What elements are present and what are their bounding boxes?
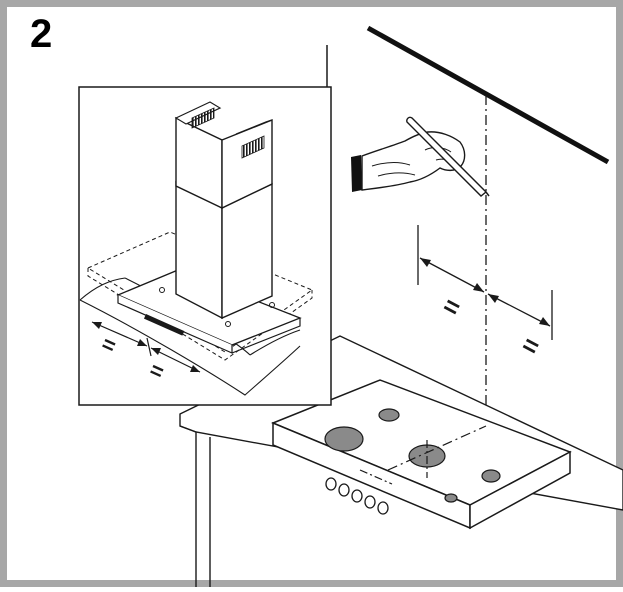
- wall-equal-right: =: [517, 329, 544, 363]
- burner-right: [481, 469, 501, 483]
- vent-grille-icon: [191, 107, 215, 129]
- hand-with-pencil-icon: [351, 116, 490, 197]
- burner-small-back: [378, 408, 400, 422]
- wall-arrow-mid-left: [473, 283, 484, 292]
- vent-grille-icon: [241, 135, 265, 159]
- inset-arrow-mid-left: [137, 339, 147, 346]
- hob: [271, 379, 572, 530]
- burner-small-front: [444, 493, 458, 503]
- burner-large: [324, 426, 364, 452]
- wall-arrow-mid-right: [488, 294, 499, 303]
- hood-control-strip: [143, 314, 185, 336]
- cooker-hood: [79, 101, 314, 396]
- wall-arrow-right: [539, 317, 550, 326]
- inset-arrow-right: [190, 365, 200, 372]
- ceiling-line: [366, 25, 610, 165]
- wall-arrow-left: [420, 258, 431, 267]
- control-knob-icon: [325, 477, 389, 515]
- wall-equal-left: =: [438, 290, 465, 324]
- glass-canopy-dashed: [86, 231, 314, 353]
- hob-axis-front: [359, 469, 393, 485]
- inset-arrow-mid-right: [151, 348, 161, 355]
- hob-axis-horizontal: [387, 425, 487, 471]
- inset-arrow-left: [92, 322, 102, 329]
- step-number: 2: [30, 12, 53, 56]
- wall-dimension: [417, 225, 553, 340]
